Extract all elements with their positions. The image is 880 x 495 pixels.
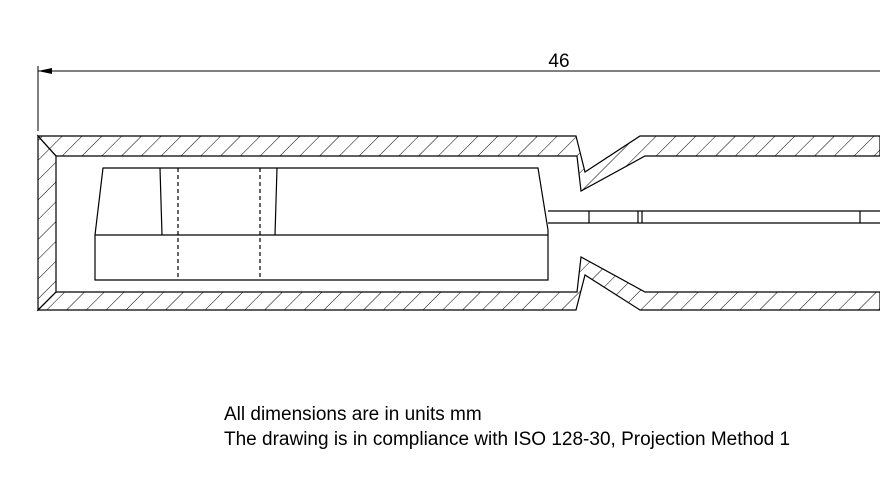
housing-top-wall (36, 135, 880, 192)
housing-section (36, 134, 880, 312)
compliance-note: The drawing is in compliance with ISO 12… (224, 429, 791, 450)
dimension-46: 46 (37, 51, 880, 131)
contact-edge-right (274, 167, 278, 236)
housing-left-wall (37, 134, 57, 312)
housing-bottom-wall (36, 256, 880, 311)
drawing-notes: All dimensions are in units mm The drawi… (224, 402, 790, 452)
contact-edge-left (159, 167, 163, 236)
dimension-arrowhead (38, 68, 52, 74)
contact-element (94, 167, 549, 281)
units-note: All dimensions are in units mm (224, 404, 482, 425)
contact-body-outline (94, 167, 549, 281)
contact-pin (548, 210, 880, 224)
dimension-label: 46 (548, 51, 569, 72)
